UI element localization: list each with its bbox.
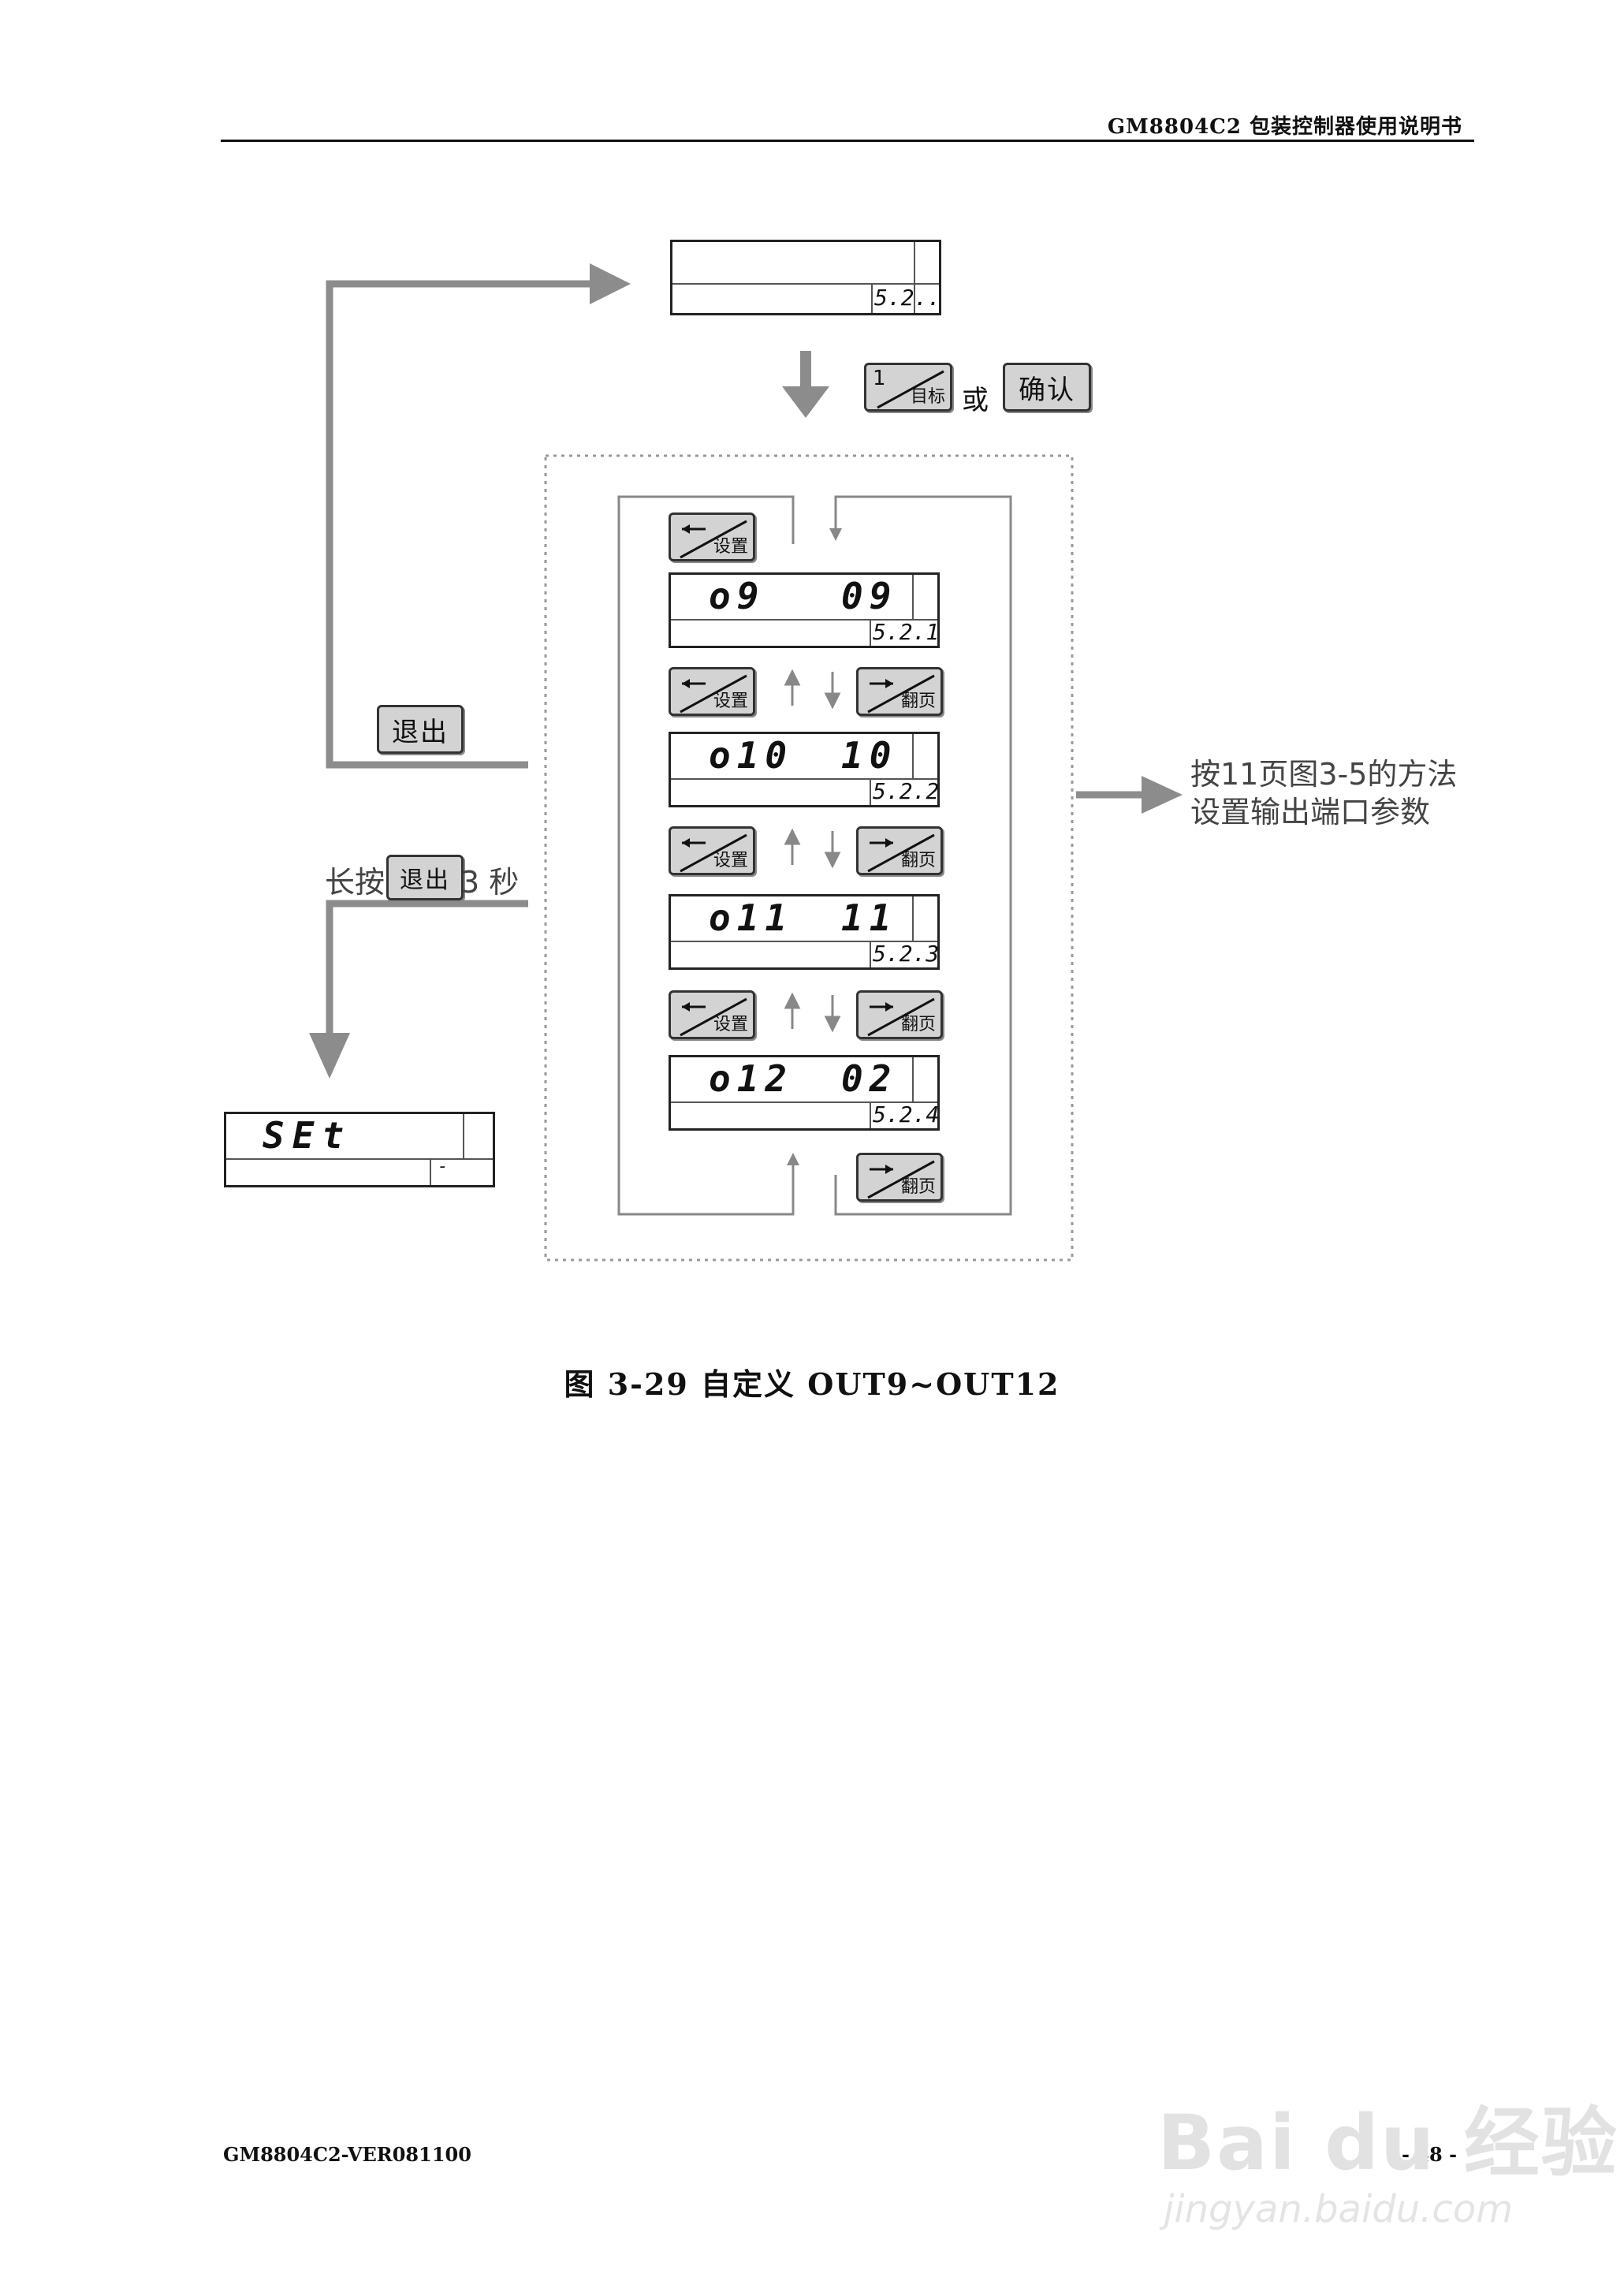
note-arrowhead bbox=[1142, 776, 1183, 814]
long-press-line bbox=[326, 900, 528, 1033]
long-press-exit-key[interactable]: 退出 bbox=[386, 855, 464, 900]
long-press-prefix: 长按 bbox=[325, 865, 386, 900]
inner-loop-right bbox=[834, 495, 1012, 1216]
updown-arrows bbox=[784, 669, 841, 1033]
display-o10: o10 10 5.2.2 bbox=[669, 732, 940, 807]
display-o9-step: 5.2.1 bbox=[873, 619, 940, 645]
exit-loop-arrowhead bbox=[590, 263, 631, 304]
display-o11-step: 5.2.3 bbox=[873, 941, 940, 967]
setting-key-top[interactable]: 设置 bbox=[669, 512, 755, 561]
inner-loop-up-arrowhead bbox=[787, 1153, 799, 1165]
loop-dotted-frame bbox=[544, 454, 1074, 1262]
digit-key-number: 1 bbox=[873, 367, 886, 390]
side-note-line2: 设置输出端口参数 bbox=[1190, 795, 1431, 829]
page-key-bottom[interactable]: 翻页 bbox=[856, 1153, 943, 1202]
long-press-suffix: 3 秒 bbox=[460, 865, 520, 900]
set-display-main: SEt bbox=[263, 1114, 352, 1157]
display-o10-right: 10 bbox=[841, 734, 898, 777]
document-header-title: GM8804C2 包装控制器使用说明书 bbox=[1107, 115, 1462, 139]
page-key-label: 翻页 bbox=[900, 851, 936, 870]
page-key-3[interactable]: 翻页 bbox=[856, 990, 943, 1039]
setting-key-label: 设置 bbox=[713, 1015, 748, 1034]
display-o10-left: o10 bbox=[709, 734, 794, 777]
watermark-url: jingyan.baidu.com bbox=[1164, 2187, 1513, 2231]
setting-key-label: 设置 bbox=[713, 691, 748, 711]
top-display: 5.2.. bbox=[670, 240, 941, 315]
display-o11-right: 11 bbox=[841, 896, 898, 939]
display-o11: o11 11 5.2.3 bbox=[669, 894, 940, 970]
display-o9: o9 09 5.2.1 bbox=[669, 572, 940, 648]
page-key-label: 翻页 bbox=[900, 691, 936, 711]
setting-key-1[interactable]: 设置 bbox=[669, 667, 755, 716]
digit-key-label: 目标 bbox=[910, 387, 945, 407]
setting-key-3[interactable]: 设置 bbox=[669, 990, 755, 1039]
inner-loop-left bbox=[617, 495, 795, 1216]
display-o9-left: o9 bbox=[709, 575, 765, 617]
inner-loop-down-arrowhead bbox=[829, 528, 842, 541]
page-key-label: 翻页 bbox=[900, 1015, 936, 1034]
setting-key-label: 设置 bbox=[713, 851, 748, 870]
watermark-logo: Bai du 经验 bbox=[1157, 2099, 1618, 2187]
set-display-step: - bbox=[438, 1157, 449, 1176]
long-press-arrowhead bbox=[309, 1033, 350, 1079]
display-o12-right: 02 bbox=[841, 1057, 898, 1100]
display-o10-step: 5.2.2 bbox=[873, 778, 940, 804]
display-o12-left: o12 bbox=[709, 1057, 794, 1100]
footer-page-number: - 48 - bbox=[1402, 2143, 1458, 2166]
display-o9-right: 09 bbox=[841, 575, 898, 617]
display-o12-step: 5.2.4 bbox=[873, 1101, 940, 1128]
set-display: SEt - bbox=[224, 1112, 495, 1187]
display-o12: o12 02 5.2.4 bbox=[669, 1055, 940, 1131]
exit-key[interactable]: 退出 bbox=[377, 705, 464, 754]
confirm-key[interactable]: 确认 bbox=[1003, 363, 1091, 412]
or-text: 或 bbox=[962, 385, 989, 416]
flow-diagram-lines bbox=[309, 263, 1183, 1262]
setting-key-label: 设置 bbox=[713, 537, 748, 557]
footer-version: GM8804C2-VER081100 bbox=[223, 2143, 471, 2166]
header-rule bbox=[221, 140, 1474, 142]
enter-down-arrowhead bbox=[782, 386, 829, 418]
display-o11-left: o11 bbox=[709, 896, 794, 939]
page-key-2[interactable]: 翻页 bbox=[856, 826, 943, 875]
top-display-step: 5.2.. bbox=[874, 285, 941, 311]
figure-caption: 图 3-29 自定义 OUT9~OUT12 bbox=[564, 1366, 1060, 1402]
page-key-label: 翻页 bbox=[900, 1177, 936, 1197]
side-note-line1: 按11页图3-5的方法 bbox=[1190, 757, 1458, 792]
side-note: 按11页图3-5的方法 设置输出端口参数 bbox=[1190, 755, 1457, 831]
page-key-1[interactable]: 翻页 bbox=[856, 667, 943, 716]
setting-key-2[interactable]: 设置 bbox=[669, 826, 755, 875]
exit-loop-line bbox=[326, 280, 590, 769]
digit-target-key[interactable]: 1 目标 bbox=[864, 363, 952, 412]
